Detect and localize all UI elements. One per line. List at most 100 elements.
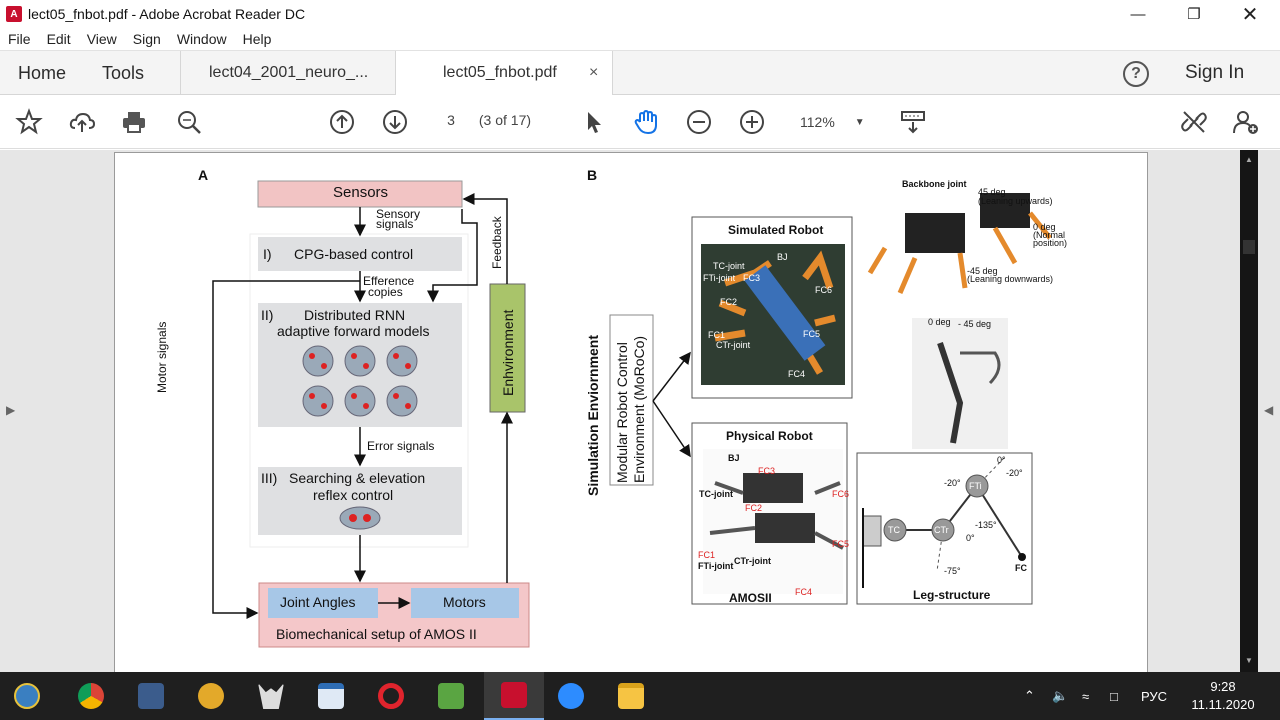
- right-panel-arrow-icon[interactable]: ◀: [1264, 403, 1274, 417]
- clock[interactable]: 9:28 11.11.2020: [1183, 678, 1263, 714]
- tray-chevron-up-icon[interactable]: ⌃: [1024, 688, 1035, 703]
- insect-0deg-label: 0 deg: [928, 317, 951, 327]
- bookmark-star-icon[interactable]: [14, 107, 44, 137]
- find-search-icon[interactable]: [174, 107, 204, 137]
- leg-angle-minus20a: -20°: [944, 478, 961, 488]
- tab-close-icon[interactable]: ×: [589, 64, 599, 81]
- zoom-value: 112%: [800, 114, 835, 130]
- tab-home[interactable]: Home: [18, 63, 67, 83]
- window-app-icon: [318, 683, 344, 709]
- toolbar: [0, 95, 1280, 149]
- phys-label-fc6: FC6: [832, 489, 850, 499]
- share-link-icon[interactable]: [1179, 107, 1209, 137]
- hand-tool-icon[interactable]: [631, 107, 661, 137]
- rnn-box-label-2: adaptive forward models: [277, 323, 430, 339]
- backbone-45-label: 45 deg: [978, 187, 1006, 197]
- cloud-upload-icon[interactable]: [67, 107, 97, 137]
- page-number-input[interactable]: 3: [447, 112, 455, 128]
- sim-label-fc1: FC1: [708, 330, 726, 340]
- taskbar-app5[interactable]: [314, 680, 348, 712]
- rnn-number: II): [261, 307, 274, 323]
- backbone-minus45-label: -45 deg: [967, 266, 998, 276]
- lock-app-icon: [138, 683, 164, 709]
- tab-tools[interactable]: Tools: [102, 63, 145, 83]
- scrollbar-thumb[interactable]: [1243, 240, 1255, 254]
- network-icon[interactable]: ≈: [1082, 688, 1090, 704]
- left-panel-arrow-icon[interactable]: ▶: [6, 403, 16, 417]
- page-display-icon[interactable]: [898, 107, 928, 137]
- phys-label-fc1: FC1: [698, 550, 716, 560]
- sim-label-bj: BJ: [777, 252, 788, 262]
- sim-label-fc5: FC5: [803, 329, 821, 339]
- leg-angle-0b: 0°: [966, 533, 975, 543]
- page-navigation: 3 (3 of 17): [437, 112, 531, 128]
- sign-in-button[interactable]: Sign In: [1185, 62, 1245, 83]
- scroll-up-icon[interactable]: ▲: [1245, 155, 1253, 164]
- scroll-down-icon[interactable]: ▼: [1245, 656, 1253, 665]
- pdf-page: A Sensors Sensory signals I) CPG-based c…: [114, 152, 1148, 672]
- feedback-label: Feedback: [490, 216, 504, 269]
- sim-label-tc-joint: TC-joint: [713, 261, 745, 271]
- taskbar-app2[interactable]: [134, 680, 168, 712]
- menu-edit[interactable]: Edit: [46, 30, 71, 47]
- sim-env-label: Simulation Enviornment: [585, 334, 601, 496]
- sim-label-fc6: FC6: [815, 285, 833, 295]
- volume-icon[interactable]: 🔈: [1052, 688, 1069, 703]
- page-count: (3 of 17): [478, 112, 532, 128]
- tab-document-lect04[interactable]: lect04_2001_neuro_...: [180, 51, 396, 95]
- select-cursor-icon[interactable]: [579, 107, 609, 137]
- tab-document-label: lect05_fnbot.pdf: [443, 64, 557, 81]
- panel-a-label: A: [198, 167, 209, 183]
- restore-icon[interactable]: ❐: [1187, 6, 1201, 23]
- input-language[interactable]: РУС: [1141, 688, 1168, 704]
- zoom-in-icon[interactable]: [737, 107, 767, 137]
- image-app-icon: [438, 683, 464, 709]
- taskbar-app4[interactable]: [254, 680, 288, 712]
- panel-b-label: B: [587, 167, 598, 183]
- notifications-icon[interactable]: □: [1110, 688, 1118, 704]
- next-page-icon[interactable]: [380, 107, 410, 137]
- rnn-box-label-1: Distributed RNN: [304, 307, 406, 323]
- clock-date: 11.11.2020: [1191, 697, 1255, 712]
- taskbar-app7[interactable]: [434, 680, 468, 712]
- clock-time: 9:28: [1210, 679, 1236, 694]
- previous-page-icon[interactable]: [327, 107, 357, 137]
- taskbar-acrobat[interactable]: [484, 672, 544, 720]
- zoom-select[interactable]: 112% ▼: [788, 97, 878, 147]
- panel-a-connectors: [212, 180, 1052, 648]
- taskbar-app3[interactable]: [194, 680, 228, 712]
- taskbar-chrome[interactable]: [74, 680, 108, 712]
- taskbar-zoom[interactable]: [554, 680, 588, 712]
- menu-sign[interactable]: Sign: [132, 30, 161, 47]
- moroco-label-2: Environment (MoRoCo): [631, 335, 647, 483]
- menu-help[interactable]: Help: [242, 30, 272, 47]
- phys-label-ctr-joint: CTr-joint: [734, 556, 771, 566]
- motor-signals-label: Motor signals: [155, 321, 169, 393]
- close-icon[interactable]: ✕: [1241, 3, 1259, 26]
- menu-file[interactable]: File: [8, 30, 31, 47]
- zoom-app-icon: [558, 683, 584, 709]
- add-user-icon[interactable]: [1231, 107, 1261, 137]
- vertical-scrollbar[interactable]: ▲ ▼: [1240, 150, 1258, 672]
- sim-label-fti-joint: FTi-joint: [703, 273, 736, 283]
- leg-angle-0: 0°: [997, 455, 1006, 465]
- document-viewport[interactable]: ▶ ◀ ▲ ▼: [0, 150, 1280, 672]
- print-icon[interactable]: [119, 107, 149, 137]
- start-button[interactable]: [10, 680, 44, 712]
- menu-view[interactable]: View: [86, 30, 117, 47]
- phys-label-tc-joint: TC-joint: [699, 489, 733, 499]
- menu-window[interactable]: Window: [176, 30, 227, 47]
- help-icon[interactable]: ?: [1123, 61, 1149, 87]
- taskbar-opera[interactable]: [374, 680, 408, 712]
- backbone-0-label: 0 deg: [1033, 222, 1056, 232]
- backbone-position-label: position): [1033, 238, 1068, 248]
- backbone-joint-label: Backbone joint: [902, 179, 967, 189]
- physical-robot-title: Physical Robot: [726, 429, 813, 443]
- sensors-box-label: Sensors: [333, 184, 389, 201]
- taskbar-explorer[interactable]: [614, 680, 648, 712]
- tab-document-lect05[interactable]: lect05_fnbot.pdf ×: [395, 51, 613, 96]
- menu-bar: File Edit View Sign Window Help: [0, 28, 1280, 51]
- zoom-out-icon[interactable]: [684, 107, 714, 137]
- chrome-icon: [78, 683, 104, 709]
- minimize-icon[interactable]: —: [1130, 5, 1146, 23]
